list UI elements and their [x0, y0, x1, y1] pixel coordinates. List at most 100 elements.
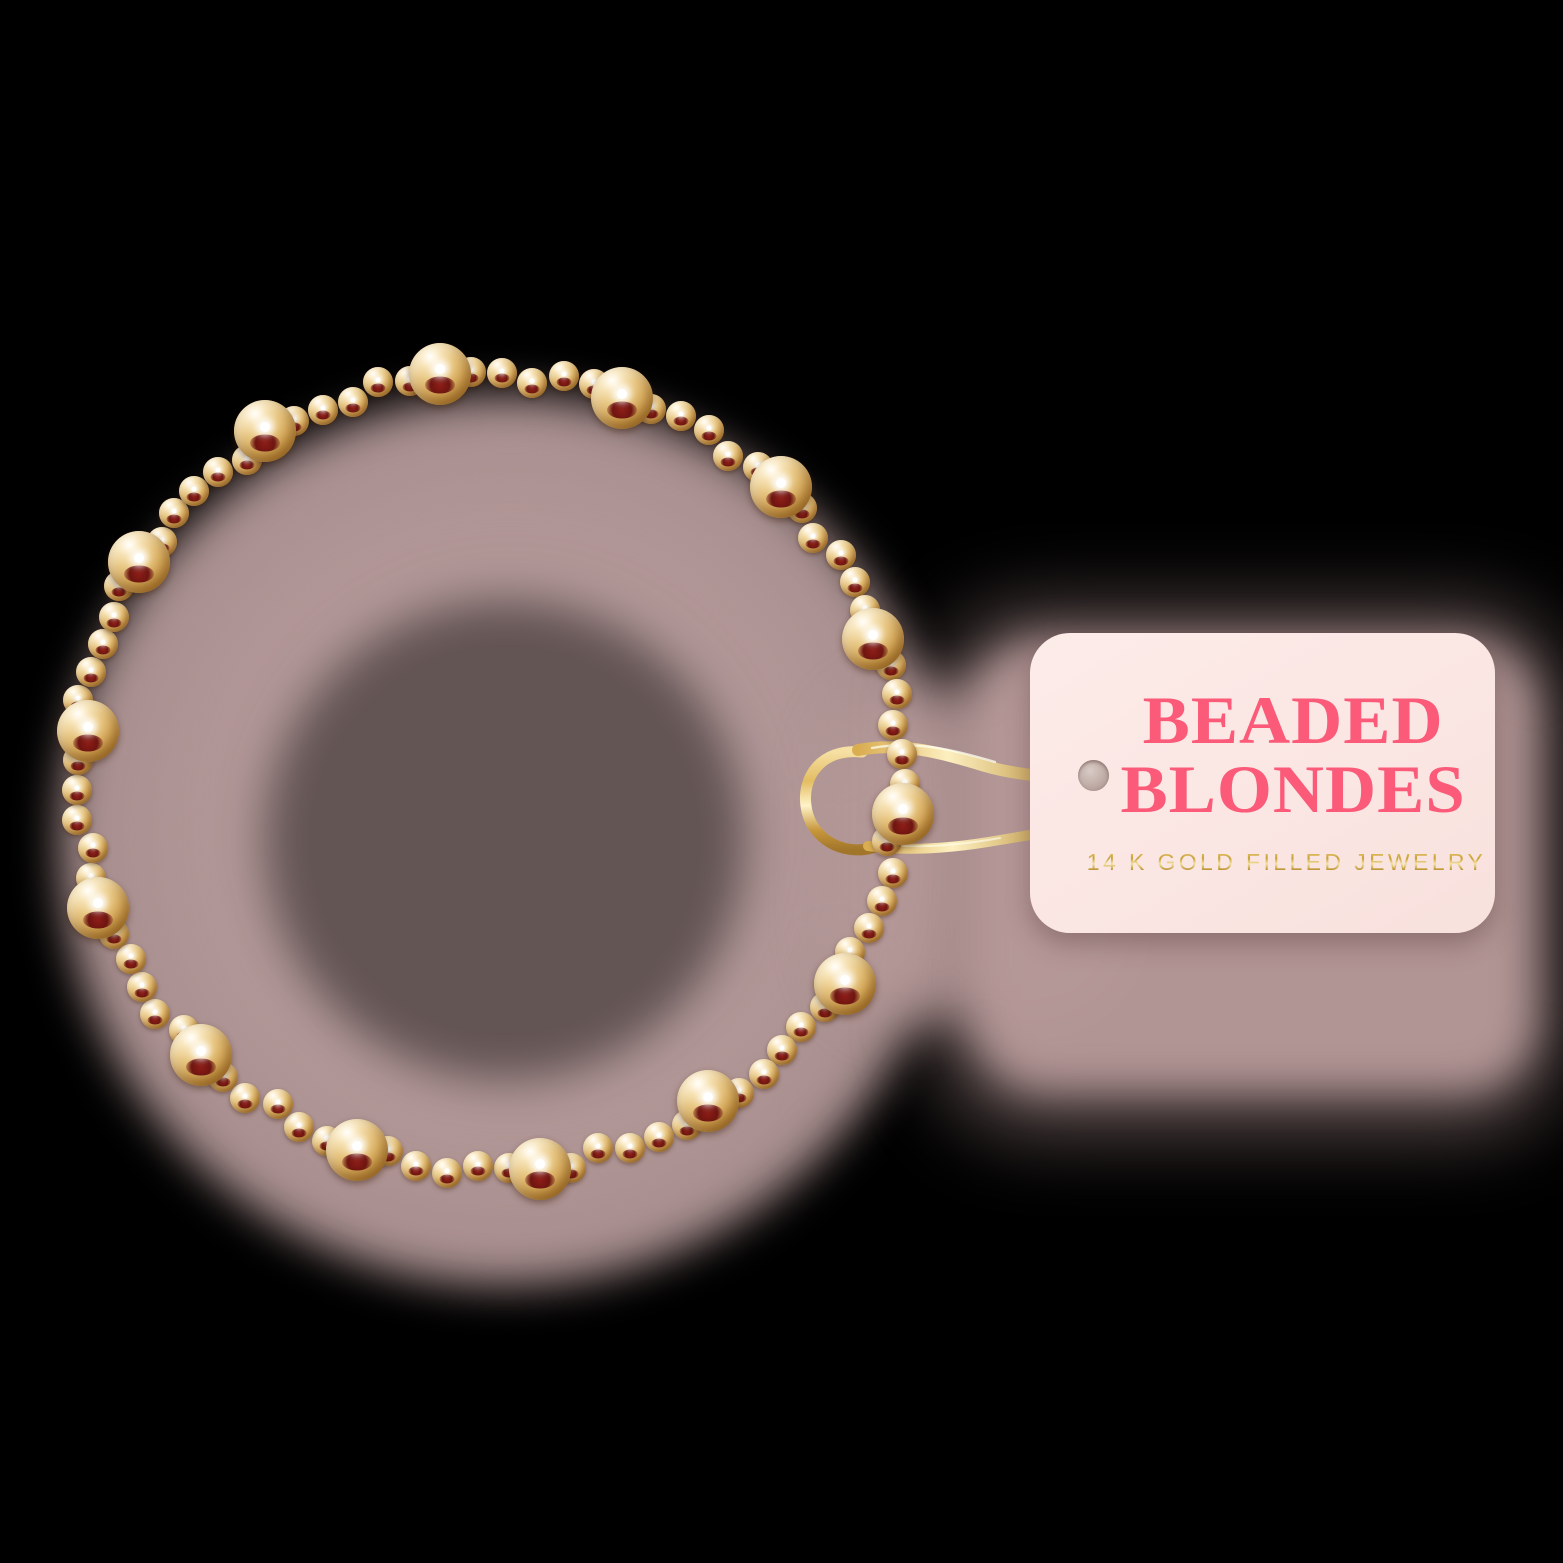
bead-reflection — [186, 492, 202, 502]
small-gold-bead — [666, 400, 697, 431]
bead-highlight — [879, 896, 885, 902]
large-gold-bead — [107, 531, 170, 594]
bead-reflection — [894, 755, 910, 765]
bead-reflection — [731, 1093, 747, 1103]
bead-reflection — [439, 1174, 455, 1183]
small-gold-bead — [786, 1011, 817, 1042]
bead-reflection — [720, 457, 736, 467]
bead-reflection — [85, 848, 101, 858]
large-gold-bead — [590, 367, 653, 430]
bead-highlight — [75, 695, 81, 701]
bead-highlight — [413, 1161, 419, 1167]
bead-reflection — [673, 416, 689, 426]
bead-highlight — [159, 537, 165, 543]
small-gold-bead — [307, 394, 338, 425]
large-gold-bead — [676, 1069, 739, 1132]
small-gold-bead — [179, 475, 210, 506]
bead-highlight — [88, 667, 94, 673]
small-gold-bead — [401, 1150, 432, 1181]
bead-highlight — [706, 425, 712, 431]
bead-reflection — [95, 645, 111, 655]
bead-reflection — [237, 1099, 253, 1109]
bead-reflection — [291, 1128, 307, 1138]
brand-line-1: BEADED — [1142, 682, 1444, 758]
large-gold-bead — [233, 400, 296, 463]
bead-reflection — [885, 726, 901, 736]
bead-highlight — [385, 1146, 391, 1152]
bead-reflection — [858, 642, 889, 660]
bead-reflection — [147, 1015, 163, 1025]
large-gold-bead — [842, 608, 905, 671]
bead-reflection — [830, 987, 861, 1005]
small-gold-bead — [140, 999, 171, 1030]
bead-reflection — [83, 673, 99, 682]
bead-highlight — [351, 1140, 362, 1151]
bead-reflection — [692, 1104, 723, 1122]
bead-reflection — [847, 583, 863, 593]
bead-reflection — [463, 373, 479, 383]
small-gold-bead — [748, 1059, 779, 1090]
bead-reflection — [134, 988, 150, 998]
bead-reflection — [885, 874, 901, 884]
small-gold-bead — [116, 943, 147, 974]
bead-highlight — [761, 1069, 767, 1075]
bead-highlight — [475, 1161, 481, 1167]
small-gold-bead — [487, 357, 518, 388]
bead-highlight — [82, 721, 93, 732]
bead-reflection — [765, 490, 796, 508]
bead-highlight — [320, 405, 326, 410]
bead-reflection — [887, 817, 918, 835]
small-gold-bead — [262, 1088, 293, 1119]
bead-highlight — [499, 368, 505, 374]
bead-highlight — [468, 367, 474, 373]
bead-highlight — [840, 974, 851, 985]
small-gold-bead — [826, 540, 857, 571]
small-gold-bead — [614, 1133, 645, 1164]
small-gold-bead — [797, 523, 828, 554]
bead-reflection — [402, 382, 418, 392]
large-gold-bead — [170, 1024, 233, 1087]
large-gold-bead — [508, 1137, 571, 1200]
bead-highlight — [275, 1099, 281, 1105]
bead-reflection — [622, 1149, 638, 1159]
bead-reflection — [643, 409, 659, 419]
bead-highlight — [627, 1143, 633, 1149]
small-gold-bead — [517, 368, 548, 399]
small-gold-bead — [767, 1034, 798, 1065]
large-gold-bead — [409, 342, 472, 405]
bead-highlight — [561, 371, 567, 377]
large-gold-bead — [56, 700, 119, 763]
large-gold-bead — [871, 782, 934, 845]
bead-reflection — [69, 791, 85, 801]
bead-highlight — [702, 1091, 713, 1102]
small-gold-bead — [462, 1150, 493, 1181]
tag-tagline: 14 K GOLD FILLED JEWELRY — [1030, 849, 1495, 876]
bead-highlight — [152, 1009, 158, 1015]
small-gold-bead — [61, 775, 92, 806]
small-gold-bead — [693, 415, 724, 446]
small-gold-bead — [87, 629, 118, 660]
bead-highlight — [133, 553, 144, 564]
bead-reflection — [556, 377, 572, 387]
bead-highlight — [139, 982, 145, 988]
bead-reflection — [889, 695, 905, 705]
bead-reflection — [83, 911, 114, 928]
small-gold-bead — [882, 679, 913, 710]
bead-highlight — [616, 389, 627, 400]
bead-highlight — [894, 689, 900, 695]
bead-reflection — [879, 842, 895, 852]
bead-highlight — [90, 842, 96, 848]
bead-highlight — [215, 467, 221, 473]
bead-highlight — [435, 364, 446, 375]
bead-reflection — [341, 1153, 372, 1171]
bead-highlight — [100, 639, 106, 645]
bead-reflection — [380, 1152, 396, 1162]
small-gold-bead — [61, 805, 92, 836]
bead-highlight — [74, 815, 80, 821]
hang-tag[interactable]: BEADED BLONDES 14 K GOLD FILLED JEWELRY — [1030, 633, 1495, 933]
bead-reflection — [679, 1126, 695, 1136]
bead-highlight — [899, 749, 905, 755]
bead-highlight — [852, 577, 858, 583]
bead-reflection — [70, 761, 86, 771]
